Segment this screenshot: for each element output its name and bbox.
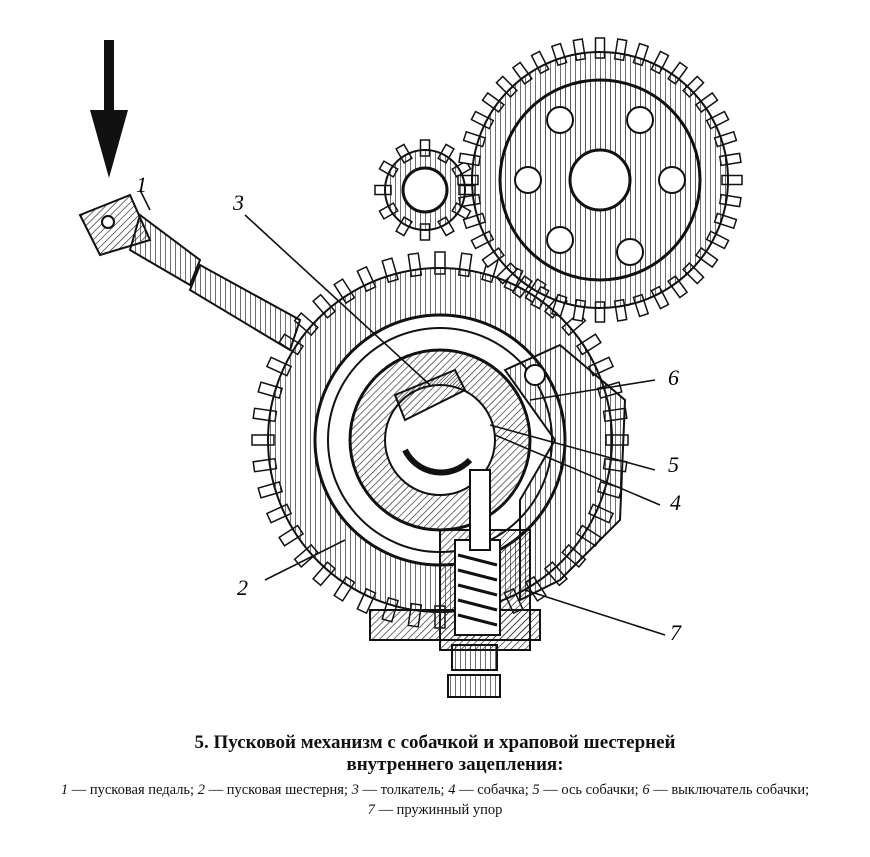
caption-title: 5. Пусковой механизм с собачкой и храпов… — [0, 732, 870, 776]
callout-5: 5 — [668, 452, 679, 477]
legend-num: 6 — [642, 782, 650, 798]
callout-6: 6 — [668, 365, 679, 390]
caption-title-line2: внутреннего зацепления: — [346, 754, 564, 775]
legend-text: — пусковая педаль; — [71, 782, 195, 798]
legend-text: — ось собачки; — [543, 782, 639, 798]
caption-legend: 1 — пусковая педаль; 2 — пусковая шестер… — [0, 780, 870, 820]
callout-4: 4 — [670, 490, 681, 515]
legend-num: 3 — [351, 782, 359, 798]
legend-text: — выключатель собачки; — [653, 782, 810, 798]
small-gear — [384, 149, 466, 231]
legend-text: — пусковая шестерня; — [208, 782, 348, 798]
callout-7: 7 — [670, 620, 682, 645]
leader-lines — [139, 189, 666, 636]
pusher — [393, 368, 467, 422]
start-pedal — [78, 193, 302, 352]
legend-num: 4 — [448, 782, 456, 798]
figure-caption: 5. Пусковой механизм с собачкой и храпов… — [0, 732, 870, 820]
legend-text: — пружинный упор — [378, 802, 503, 818]
spring-stop-housing — [369, 469, 541, 698]
legend-num: 5 — [532, 782, 540, 798]
pawl-disconnector — [503, 343, 627, 602]
legend-num: 7 — [367, 802, 375, 818]
legend-num: 2 — [197, 782, 205, 798]
large-gear — [471, 51, 729, 309]
legend-text: — толкатель; — [362, 782, 445, 798]
mechanism-illustration: 1 3 2 6 5 4 7 — [78, 37, 743, 698]
legend-text: — собачка; — [459, 782, 529, 798]
callout-1: 1 — [136, 172, 147, 197]
force-arrow — [90, 40, 128, 178]
callout-3: 3 — [232, 190, 244, 215]
callout-2: 2 — [237, 575, 248, 600]
caption-title-line1: 5. Пусковой механизм с собачкой и храпов… — [194, 732, 676, 753]
legend-num: 1 — [60, 782, 69, 798]
